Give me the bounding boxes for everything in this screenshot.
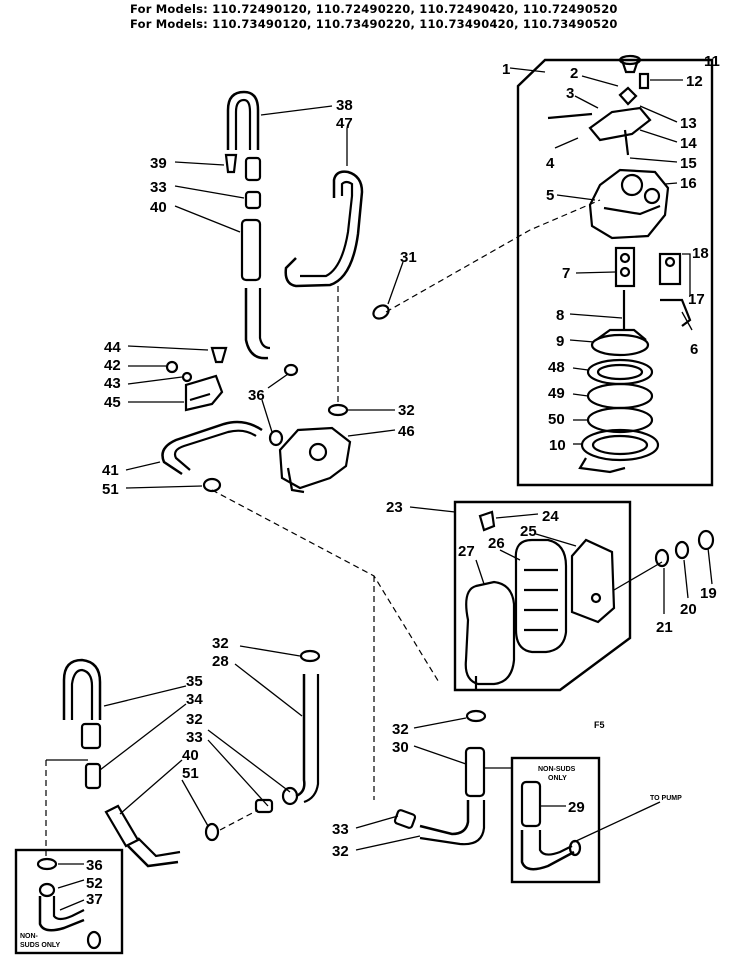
label-31: 31 — [400, 249, 417, 266]
label-34: 34 — [186, 691, 203, 708]
label-18: 18 — [692, 245, 709, 262]
label-32-bottom: 32 — [332, 843, 349, 860]
label-2: 2 — [570, 65, 578, 82]
part-labels: 1 2 3 4 5 6 7 8 9 10 11 12 13 14 15 16 1… — [86, 53, 720, 908]
label-40-upper: 40 — [150, 199, 167, 216]
label-40-lower: 40 — [182, 747, 199, 764]
non-suds-left-line1: NON- — [20, 933, 39, 940]
lower-left-hoses — [62, 658, 299, 868]
non-suds-box-left — [14, 759, 124, 955]
figure-code: F5 — [594, 720, 605, 730]
label-44: 44 — [104, 339, 121, 356]
label-20: 20 — [680, 601, 697, 618]
label-51-upper: 51 — [102, 481, 119, 498]
dispenser-box — [409, 500, 715, 692]
label-50: 50 — [548, 411, 565, 428]
label-4: 4 — [546, 155, 555, 172]
label-12: 12 — [686, 73, 703, 90]
non-suds-box-right — [484, 756, 661, 884]
label-14: 14 — [680, 135, 697, 152]
label-19: 19 — [700, 585, 717, 602]
label-42: 42 — [104, 357, 121, 374]
non-suds-right-line2: ONLY — [548, 775, 567, 782]
label-30: 30 — [392, 739, 409, 756]
label-27: 27 — [458, 543, 475, 560]
label-41: 41 — [102, 462, 119, 479]
models-prefix: For Models: — [130, 2, 208, 16]
upper-hoses — [125, 90, 441, 685]
models-prefix: For Models: — [130, 17, 208, 31]
label-13: 13 — [680, 115, 697, 132]
valve-assembly-box — [509, 54, 714, 487]
to-pump-label: TO PUMP — [650, 795, 682, 802]
models-list: 110.73490120, 110.73490220, 110.73490420… — [212, 17, 618, 31]
label-7: 7 — [562, 265, 570, 282]
label-29: 29 — [568, 799, 585, 816]
non-suds-right-line1: NON-SUDS — [538, 766, 576, 773]
label-32-right: 32 — [392, 721, 409, 738]
label-3: 3 — [566, 85, 574, 102]
middle-hoses — [234, 576, 487, 851]
label-23: 23 — [386, 499, 403, 516]
label-5: 5 — [546, 187, 554, 204]
label-32-lower-left: 32 — [186, 711, 203, 728]
label-9: 9 — [556, 333, 564, 350]
label-24: 24 — [542, 508, 559, 525]
label-51-lower: 51 — [182, 765, 199, 782]
label-16: 16 — [680, 175, 697, 192]
annotations: NON- SUDS ONLY NON-SUDS ONLY TO PUMP F5 — [20, 720, 682, 949]
label-17: 17 — [688, 291, 705, 308]
label-33-bottom: 33 — [332, 821, 349, 838]
non-suds-left-line2: SUDS ONLY — [20, 942, 61, 949]
models-list: 110.72490120, 110.72490220, 110.72490420… — [212, 2, 618, 16]
label-33-lower-left: 33 — [186, 729, 203, 746]
label-6: 6 — [690, 341, 698, 358]
label-48: 48 — [548, 359, 565, 376]
label-38: 38 — [336, 97, 353, 114]
label-46: 46 — [398, 423, 415, 440]
label-36-upper: 36 — [248, 387, 265, 404]
label-33-upper: 33 — [150, 179, 167, 196]
label-49: 49 — [548, 385, 565, 402]
label-32-upper: 32 — [398, 402, 415, 419]
label-26: 26 — [488, 535, 505, 552]
label-52: 52 — [86, 875, 103, 892]
label-43: 43 — [104, 375, 121, 392]
label-21: 21 — [656, 619, 673, 636]
label-39: 39 — [150, 155, 167, 172]
label-28: 28 — [212, 653, 229, 670]
label-36-lower: 36 — [86, 857, 103, 874]
label-10: 10 — [549, 437, 566, 454]
label-47: 47 — [336, 115, 353, 132]
label-37: 37 — [86, 891, 103, 908]
models-line-2: For Models: 110.73490120, 110.73490220, … — [130, 17, 730, 32]
label-35: 35 — [186, 673, 203, 690]
models-header: For Models: 110.72490120, 110.72490220, … — [130, 2, 730, 32]
label-45: 45 — [104, 394, 121, 411]
label-25: 25 — [520, 523, 537, 540]
label-11: 11 — [704, 53, 720, 70]
label-8: 8 — [556, 307, 564, 324]
label-15: 15 — [680, 155, 697, 172]
label-1: 1 — [502, 61, 510, 78]
label-32-middle: 32 — [212, 635, 229, 652]
models-line-1: For Models: 110.72490120, 110.72490220, … — [130, 2, 730, 17]
